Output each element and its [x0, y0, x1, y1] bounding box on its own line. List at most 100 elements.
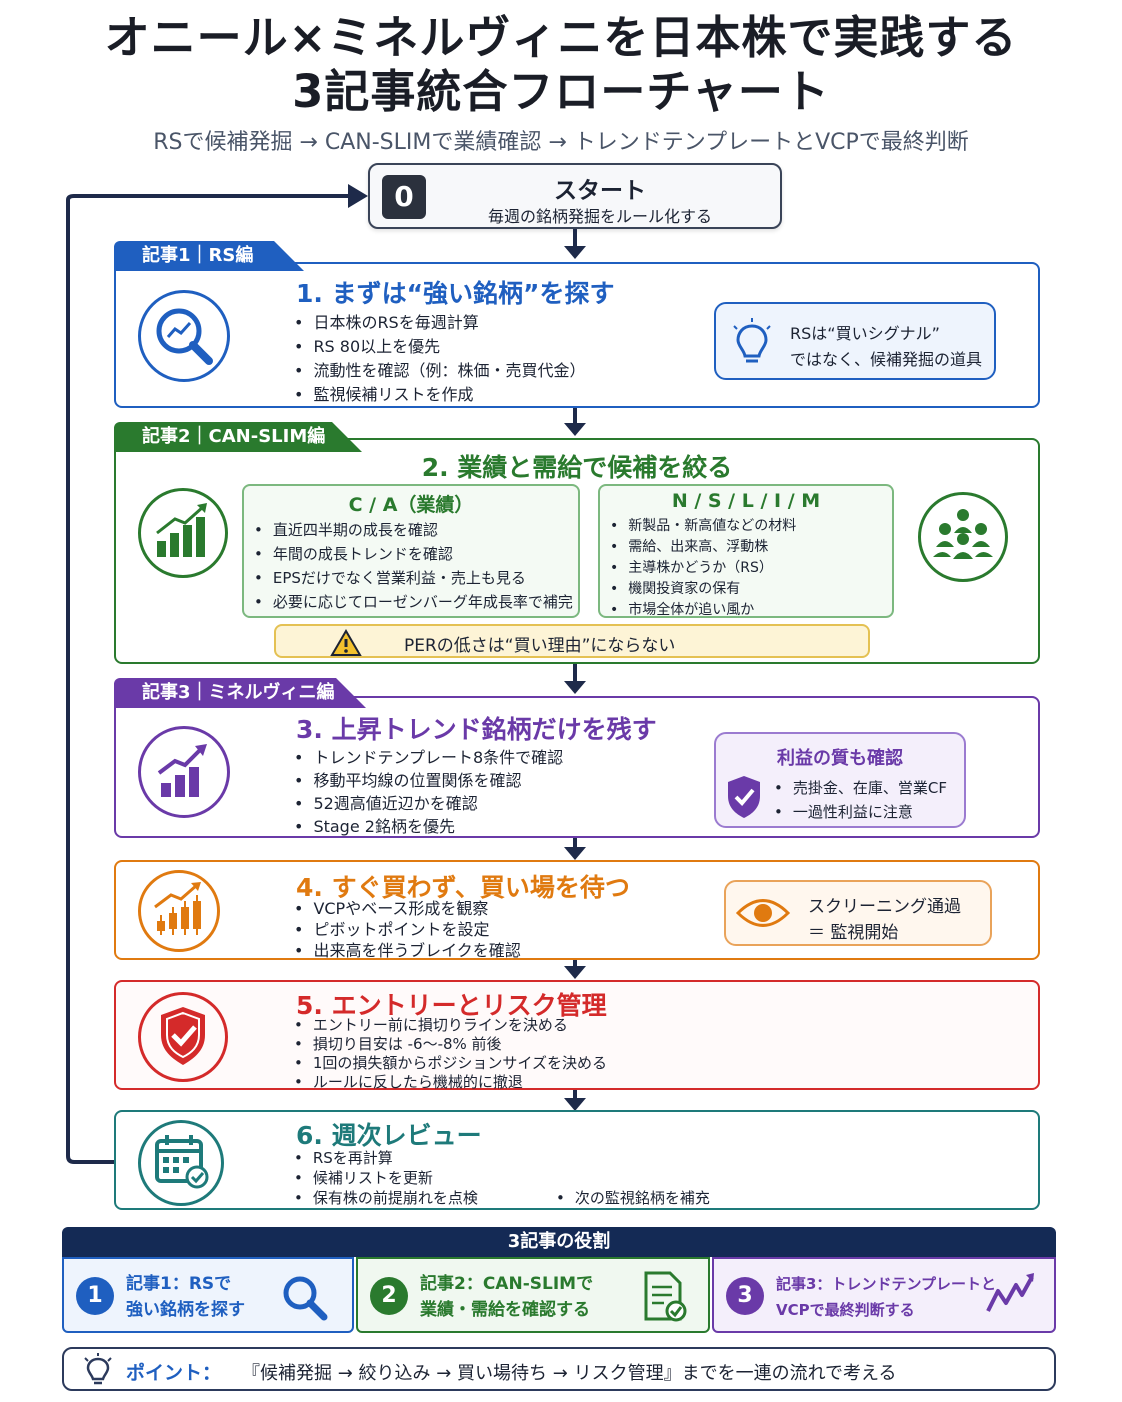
step6-panel: 6. 週次レビュー RSを再計算 候補リストを更新 保有株の前提崩れを点検 次の…: [114, 1110, 1040, 1210]
step3-callout: 利益の質も確認 売掛金、在庫、営業CF 一過性利益に注意: [714, 732, 966, 828]
step3-title: 3. 上昇トレンド銘柄だけを残す: [296, 715, 657, 744]
list-item: RSを再計算: [294, 1148, 478, 1168]
ca-box: C / A（業績） 直近四半期の成長を確認 年間の成長トレンドを確認 EPSだけ…: [242, 484, 580, 618]
document-check-icon: [640, 1269, 688, 1329]
nslim-heading: N / S / L / I / M: [671, 490, 821, 512]
step2-tag: 記事2｜CAN-SLIM編: [114, 422, 362, 452]
summary-cell-2: 2 記事2：CAN-SLIMで業績・需給を確認する: [356, 1257, 710, 1333]
lightbulb-icon: [730, 318, 774, 372]
summary-text: 記事2：CAN-SLIMで業績・需給を確認する: [420, 1274, 594, 1320]
step1-callout: RSは“買いシグナル” ではなく、候補発掘の道具: [714, 302, 996, 380]
list-item: 損切り目安は -6〜-8% 前後: [294, 1035, 607, 1054]
search-icon: [278, 1271, 330, 1327]
start-number: 0: [382, 175, 426, 219]
list-item: 1回の損失額からポジションサイズを決める: [294, 1054, 607, 1073]
summary-number: 1: [76, 1277, 114, 1315]
ca-list: 直近四半期の成長を確認 年間の成長トレンドを確認 EPSだけでなく営業利益・売上…: [254, 518, 573, 614]
list-item: 市場全体が追い風か: [610, 600, 796, 621]
summary-cell-1: 1 記事1：RSで強い銘柄を探す: [62, 1257, 354, 1333]
calendar-check-icon: [138, 1120, 224, 1206]
step3-tag: 記事3｜ミネルヴィニ編: [114, 678, 366, 708]
list-item: エントリー前に損切りラインを決める: [294, 1016, 607, 1035]
step1-title: 1. まずは“強い銘柄”を探す: [296, 279, 615, 308]
people-group-icon: [918, 492, 1008, 582]
summary-number: 3: [726, 1277, 764, 1315]
list-item: 保有株の前提崩れを点検: [294, 1188, 478, 1208]
callout-heading: 利益の質も確認: [777, 748, 903, 769]
list-item: 候補リストを更新: [294, 1168, 478, 1188]
step5-list: エントリー前に損切りラインを決める 損切り目安は -6〜-8% 前後 1回の損失…: [294, 1016, 607, 1092]
callout-line1: スクリーニング通過: [808, 897, 961, 917]
warning-icon: [330, 629, 362, 661]
step1-panel: 1. まずは“強い銘柄”を探す 日本株のRSを毎週計算 RS 80以上を優先 流…: [114, 262, 1040, 408]
list-item: 直近四半期の成長を確認: [254, 518, 573, 542]
trend-up-icon: [138, 726, 230, 818]
start-title: スタート: [554, 178, 646, 204]
list-item: 出来高を伴うブレイクを確認: [294, 940, 520, 961]
list-item: 需給、出来高、浮動株: [610, 537, 796, 558]
page-subtitle: RSで候補発掘 → CAN-SLIMで業績確認 → トレンドテンプレートとVCP…: [153, 130, 969, 155]
nslim-list: 新製品・新高値などの材料 需給、出来高、浮動株 主導株かどうか（RS） 機関投資…: [610, 516, 796, 621]
bar-growth-icon: [138, 488, 228, 578]
callout-line2: ＝ 監視開始: [808, 923, 899, 943]
step2-panel: 2. 業績と需給で候補を絞る C / A（業績） 直近四半期の成長を確認 年間の…: [114, 438, 1040, 664]
page-title-line1: オニール×ミネルヴィニを日本株で実践する: [104, 11, 1018, 64]
step3-panel: 3. 上昇トレンド銘柄だけを残す トレンドテンプレート8条件で確認 移動平均線の…: [114, 696, 1040, 838]
summary-text: 記事1：RSで強い銘柄を探す: [126, 1274, 245, 1320]
shield-check-icon: [138, 992, 228, 1082]
point-label: ポイント：: [126, 1362, 222, 1384]
list-item: 日本株のRSを毎週計算: [294, 311, 585, 335]
list-item: VCPやベース形成を観察: [294, 898, 521, 919]
warning-banner: PERの低さは“買い理由”にならない: [274, 624, 870, 658]
page-title-line2: 3記事統合フローチャート: [292, 65, 830, 118]
list-item: Stage 2銘柄を優先: [294, 815, 563, 838]
list-item: 機関投資家の保有: [610, 579, 796, 600]
list-item: 主導株かどうか（RS）: [610, 558, 796, 579]
step4-panel: 4. すぐ買わず、買い場を待つ VCPやベース形成を観察 ピボットポイントを設定…: [114, 860, 1040, 960]
trend-line-icon: [984, 1271, 1036, 1323]
ca-heading: C / A（業績）: [348, 494, 474, 516]
step2-title: 2. 業績と需給で候補を絞る: [421, 453, 733, 482]
list-item: 流動性を確認（例：株価・売買代金）: [294, 359, 585, 383]
list-item: 年間の成長トレンドを確認: [254, 542, 573, 566]
list-item: 移動平均線の位置関係を確認: [294, 769, 563, 792]
list-item: 監視候補リストを作成: [294, 383, 585, 407]
step4-callout: スクリーニング通過 ＝ 監視開始: [724, 880, 992, 946]
callout-list: 売掛金、在庫、営業CF 一過性利益に注意: [774, 776, 947, 824]
callout-line2: ではなく、候補発掘の道具: [790, 350, 983, 369]
shield-check-icon: [724, 774, 764, 824]
list-item: 一過性利益に注意: [774, 800, 947, 824]
step1-list: 日本株のRSを毎週計算 RS 80以上を優先 流動性を確認（例：株価・売買代金）…: [294, 311, 585, 407]
summary-number: 2: [370, 1277, 408, 1315]
candlestick-icon: [138, 870, 220, 952]
list-item: 売掛金、在庫、営業CF: [774, 776, 947, 800]
nslim-box: N / S / L / I / M 新製品・新高値などの材料 需給、出来高、浮動…: [598, 484, 894, 618]
list-item: ピボットポイントを設定: [294, 919, 521, 940]
point-box: ポイント： 『候補発掘 → 絞り込み → 買い場待ち → リスク管理』までを一連…: [62, 1347, 1056, 1391]
step6-list: RSを再計算 候補リストを更新 保有株の前提崩れを点検: [294, 1148, 478, 1208]
step6-extra-list: 次の監視銘柄を補充: [556, 1188, 710, 1208]
step3-list: トレンドテンプレート8条件で確認 移動平均線の位置関係を確認 52週高値近辺かを…: [294, 746, 563, 838]
list-item: 新製品・新高値などの材料: [610, 516, 796, 537]
loop-back-arrow: [66, 184, 368, 1164]
list-item: トレンドテンプレート8条件で確認: [294, 746, 563, 769]
eye-icon: [735, 894, 791, 936]
start-subtitle: 毎週の銘柄発掘をルール化する: [487, 207, 712, 226]
summary-heading: 3記事の役割: [62, 1227, 1056, 1257]
point-text: 『候補発掘 → 絞り込み → 買い場待ち → リスク管理』までを一連の流れで考え…: [242, 1363, 897, 1384]
step4-list: VCPやベース形成を観察 ピボットポイントを設定 出来高を伴うブレイクを確認: [294, 898, 521, 961]
step1-tag: 記事1｜RS編: [114, 241, 304, 271]
callout-line1: RSは“買いシグナル”: [790, 324, 940, 343]
list-item: 必要に応じてローゼンバーグ年成長率で補完: [254, 590, 573, 614]
list-item: ルールに反したら機械的に撤退: [294, 1073, 607, 1092]
step6-title: 6. 週次レビュー: [296, 1121, 482, 1150]
list-item: 52週高値近辺かを確認: [294, 792, 563, 815]
step5-panel: 5. エントリーとリスク管理 エントリー前に損切りラインを決める 損切り目安は …: [114, 980, 1040, 1092]
magnifier-chart-icon: [138, 290, 230, 382]
list-item: EPSだけでなく営業利益・売上も見る: [254, 566, 573, 590]
list-item: 次の監視銘柄を補充: [556, 1188, 710, 1208]
lightbulb-icon: [82, 1353, 114, 1391]
start-box: 0 スタート 毎週の銘柄発掘をルール化する: [368, 163, 782, 229]
list-item: RS 80以上を優先: [294, 335, 585, 359]
